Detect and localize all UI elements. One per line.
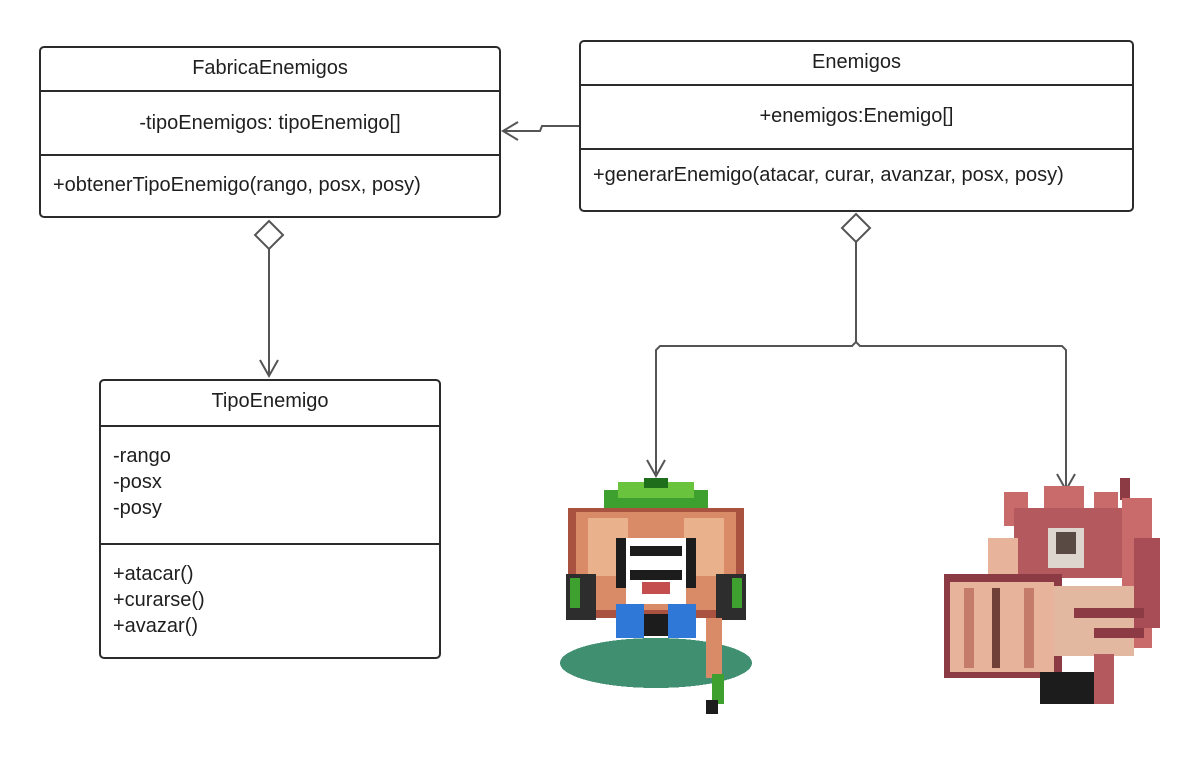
aggregation-arrowhead-green bbox=[646, 459, 666, 479]
method: +generarEnemigo(atacar, curar, avanzar, … bbox=[593, 164, 1064, 186]
class-name: FabricaEnemigos bbox=[192, 57, 348, 79]
aggregation-arrowhead-tipo bbox=[259, 359, 279, 379]
association-line bbox=[503, 125, 580, 132]
method: +atacar() bbox=[113, 563, 194, 585]
aggregation-line-enemigos-right bbox=[855, 341, 1067, 490]
class-methods: +obtenerTipoEnemigo(rango, posx, posy) bbox=[41, 154, 499, 216]
method: +curarse() bbox=[113, 589, 205, 611]
association-arrowhead bbox=[501, 121, 519, 141]
class-enemigos[interactable]: Enemigos +enemigos:Enemigo[] +generarEne… bbox=[579, 40, 1134, 212]
aggregation-diamond-fabrica bbox=[253, 219, 285, 251]
attribute: -tipoEnemigos: tipoEnemigo[] bbox=[139, 112, 401, 134]
method: +obtenerTipoEnemigo(rango, posx, posy) bbox=[53, 174, 421, 196]
class-attributes: -tipoEnemigos: tipoEnemigo[] bbox=[41, 90, 499, 154]
class-name: Enemigos bbox=[812, 51, 901, 73]
class-name: TipoEnemigo bbox=[211, 390, 329, 412]
class-methods: +generarEnemigo(atacar, curar, avanzar, … bbox=[581, 148, 1132, 210]
attribute: -rango bbox=[113, 445, 171, 467]
class-attributes: -rango -posx -posy bbox=[101, 425, 439, 543]
class-methods: +atacar() +curarse() +avazar() bbox=[101, 543, 439, 657]
class-tipo-enemigo[interactable]: TipoEnemigo -rango -posx -posy +atacar()… bbox=[99, 379, 441, 659]
attribute: -posx bbox=[113, 471, 162, 493]
attribute: -posy bbox=[113, 497, 162, 519]
enemy-sprite-red bbox=[944, 478, 1160, 704]
enemy-sprite-green bbox=[560, 478, 752, 714]
method: +avazar() bbox=[113, 615, 199, 637]
attribute: +enemigos:Enemigo[] bbox=[759, 105, 954, 127]
class-attributes: +enemigos:Enemigo[] bbox=[581, 84, 1132, 148]
aggregation-diamond-enemigos bbox=[840, 212, 872, 244]
class-fabrica-enemigos[interactable]: FabricaEnemigos -tipoEnemigos: tipoEnemi… bbox=[39, 46, 501, 218]
aggregation-line-enemigos bbox=[655, 242, 857, 476]
